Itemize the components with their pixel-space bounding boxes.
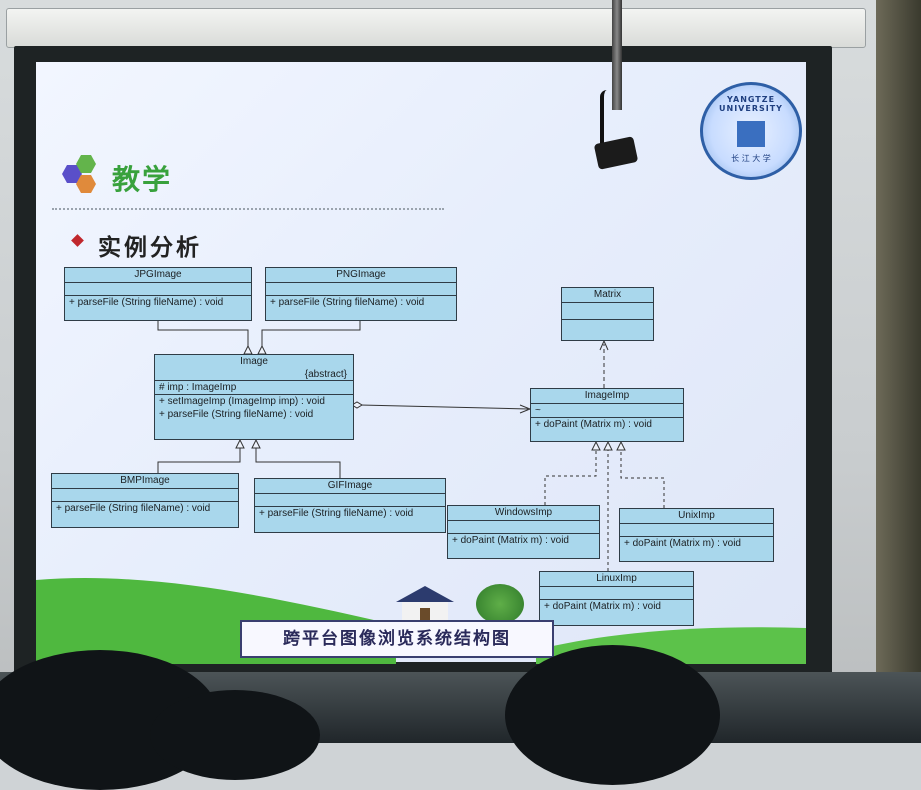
class-name: Matrix [562, 288, 653, 303]
operation: + doPaint (Matrix m) : void [624, 538, 741, 549]
attributes-section [448, 521, 599, 534]
attributes-section [562, 303, 653, 320]
operations-section [562, 320, 653, 332]
projector-screen-housing [6, 8, 866, 48]
class-windowsimp: WindowsImp + doPaint (Matrix m) : void [447, 505, 600, 559]
wall-post [876, 0, 921, 700]
class-pngimage: PNGImage + parseFile (String fileName) :… [265, 267, 457, 321]
operations-section: + doPaint (Matrix m) : void [540, 600, 693, 613]
operation: + doPaint (Matrix m) : void [544, 601, 661, 612]
operation: + doPaint (Matrix m) : void [535, 419, 652, 430]
projector-mount-rod [612, 0, 622, 110]
operations-section: + parseFile (String fileName) : void [255, 507, 445, 520]
operations-section: + parseFile (String fileName) : void [266, 296, 456, 309]
tree-illustration [476, 584, 524, 624]
audience-head [505, 645, 720, 785]
operation: + parseFile (String fileName) : void [56, 503, 211, 514]
class-name: ImageImp [531, 389, 683, 404]
class-name: GIFImage [255, 479, 445, 494]
house-illustration [392, 584, 458, 622]
slide-subheading: 实例分析 [98, 234, 202, 261]
diagram-caption: 跨平台图像浏览系统结构图 [240, 620, 554, 658]
attributes-section [52, 489, 238, 502]
operations-section: + setImageImp (ImageImp imp) : void + pa… [155, 395, 353, 421]
operation: + parseFile (String fileName) : void [270, 297, 425, 308]
projector-cable [600, 90, 614, 150]
operations-section: + doPaint (Matrix m) : void [620, 537, 773, 550]
audience-head [150, 690, 320, 780]
class-linuximp: LinuxImp + doPaint (Matrix m) : void [539, 571, 694, 626]
class-bmpimage: BMPImage + parseFile (String fileName) :… [51, 473, 239, 528]
class-stereotype: {abstract} [155, 369, 353, 381]
class-name: Image [240, 356, 268, 367]
operation: + setImageImp (ImageImp imp) : void [159, 396, 325, 407]
operation: + parseFile (String fileName) : void [259, 508, 414, 519]
hexagon-logo-icon [62, 152, 106, 196]
class-image: Image {abstract} # imp : ImageImp + setI… [154, 354, 354, 440]
university-seal: YANGTZE UNIVERSITY 长 江 大 学 [700, 82, 802, 180]
class-gifimage: GIFImage + parseFile (String fileName) :… [254, 478, 446, 533]
operations-section: + doPaint (Matrix m) : void [448, 534, 599, 547]
title-divider [52, 208, 444, 210]
operations-section: + doPaint (Matrix m) : void [531, 418, 683, 431]
seal-text-top: YANGTZE UNIVERSITY [719, 95, 783, 113]
attributes-section [255, 494, 445, 507]
attribute: ~ [535, 405, 541, 416]
operation: + parseFile (String fileName) : void [159, 409, 314, 420]
seal-building-icon [737, 121, 765, 147]
attributes-section: ~ [531, 404, 683, 418]
class-name: JPGImage [65, 268, 251, 283]
class-name: UnixImp [620, 509, 773, 524]
class-uniximp: UnixImp + doPaint (Matrix m) : void [619, 508, 774, 562]
attributes-section [620, 524, 773, 537]
class-name: LinuxImp [540, 572, 693, 587]
operation: + doPaint (Matrix m) : void [452, 535, 569, 546]
class-name: PNGImage [266, 268, 456, 283]
operations-section: + parseFile (String fileName) : void [52, 502, 238, 515]
attribute: # imp : ImageImp [159, 382, 237, 393]
class-matrix: Matrix [561, 287, 654, 341]
seal-text-bottom: 长 江 大 学 [731, 154, 771, 163]
class-name: BMPImage [52, 474, 238, 489]
class-imageimp: ImageImp ~ + doPaint (Matrix m) : void [530, 388, 684, 442]
slide-title: 教学 [112, 163, 173, 196]
attributes-section [65, 283, 251, 296]
attributes-section: # imp : ImageImp [155, 381, 353, 395]
operation: + parseFile (String fileName) : void [69, 297, 224, 308]
attributes-section [266, 283, 456, 296]
class-jpgimage: JPGImage + parseFile (String fileName) :… [64, 267, 252, 321]
attributes-section [540, 587, 693, 600]
class-name: WindowsImp [448, 506, 599, 521]
operations-section: + parseFile (String fileName) : void [65, 296, 251, 309]
